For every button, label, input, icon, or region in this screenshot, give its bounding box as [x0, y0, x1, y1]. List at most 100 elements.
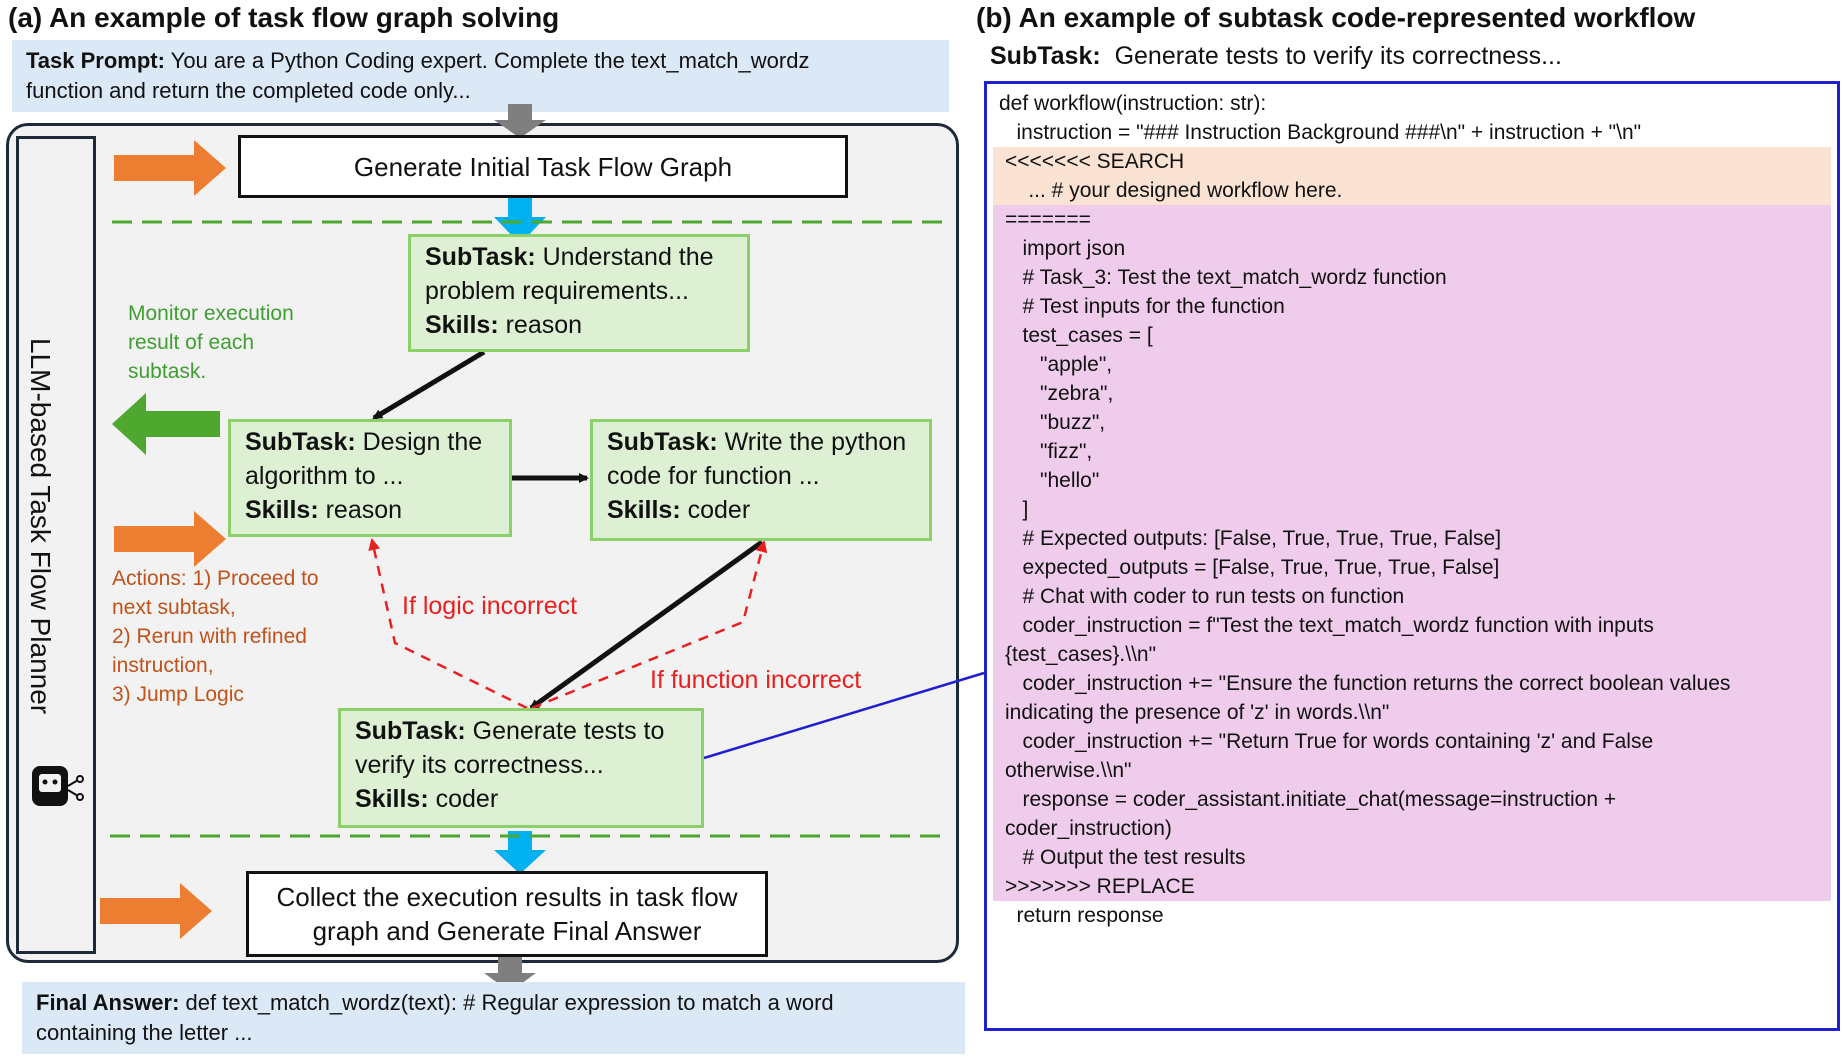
skills-value: reason	[318, 496, 403, 524]
code-line: otherwise.\\n"	[1005, 759, 1132, 782]
monitor-note: Monitor execution result of each subtask…	[128, 299, 294, 386]
code-line: def workflow(instruction: str):	[999, 92, 1267, 115]
actions-note-line: 3) Jump Logic	[112, 683, 244, 706]
code-line: coder_instruction = f"Test the text_matc…	[1005, 614, 1654, 637]
code-line: coder_instruction += "Return True for wo…	[1005, 730, 1654, 753]
final-answer-box: Final Answer: def text_match_wordz(text)…	[22, 982, 965, 1054]
actions-note-line: Actions: 1) Proceed to	[112, 567, 319, 590]
right-subtask-label: SubTask:	[990, 42, 1101, 70]
skills-label: Skills:	[245, 496, 319, 524]
actions-note-line: instruction,	[112, 654, 214, 677]
planner-label: LLM-based Task Flow Planner	[25, 338, 56, 715]
code-workflow-box: def workflow(instruction: str): instruct…	[984, 81, 1840, 1031]
subtask-tests-line1: SubTask: Generate tests to	[355, 714, 687, 748]
subtask-write-line2: code for function ...	[607, 462, 820, 490]
subtask-design-text: Design the	[355, 428, 483, 456]
code-bottom-section: return response	[987, 901, 1837, 930]
task-prompt-label: Task Prompt:	[26, 48, 165, 73]
subtask-design: SubTask: Design the algorithm to ... Ski…	[228, 419, 512, 537]
actions-note-line: next subtask,	[112, 596, 236, 619]
code-search-section: <<<<<<< SEARCH ... # your designed workf…	[993, 147, 1831, 205]
step-collect-results: Collect the execution results in task fl…	[246, 871, 768, 957]
code-line: "buzz",	[1005, 411, 1106, 434]
task-prompt-box: Task Prompt: You are a Python Coding exp…	[12, 40, 949, 112]
right-subtask-heading: SubTask: Generate tests to verify its co…	[990, 42, 1562, 71]
right-panel-title: (b) An example of subtask code-represent…	[976, 2, 1696, 33]
skills-label: Skills:	[425, 311, 499, 339]
task-prompt-line1: Task Prompt: You are a Python Coding exp…	[26, 46, 935, 76]
subtask-tests-text: Generate tests to	[465, 717, 665, 745]
code-line: ... # your designed workflow here.	[1005, 179, 1343, 202]
if-logic-label: If logic incorrect	[402, 592, 578, 620]
actions-note: Actions: 1) Proceed to next subtask, 2) …	[112, 564, 319, 709]
subtask-write-text: Write the python	[717, 428, 907, 456]
subtask-understand-line1: SubTask: Understand the	[425, 240, 733, 274]
subtask-tests-line2: verify its correctness...	[355, 751, 604, 779]
code-line: # Test inputs for the function	[1005, 295, 1285, 318]
code-line: test_cases = [	[1005, 324, 1153, 347]
right-subtask-text: Generate tests to verify its correctness…	[1100, 42, 1562, 70]
code-line: # Chat with coder to run tests on functi…	[1005, 585, 1405, 608]
if-function-label: If function incorrect	[650, 666, 862, 694]
subtask-understand: SubTask: Understand the problem requirem…	[408, 234, 750, 352]
monitor-note-line: Monitor execution	[128, 302, 294, 325]
monitor-note-line: subtask.	[128, 360, 207, 383]
code-line: import json	[1005, 237, 1126, 260]
code-line: indicating the presence of 'z' in words.…	[1005, 701, 1390, 724]
code-line: instruction = "### Instruction Backgroun…	[999, 121, 1642, 144]
code-line: <<<<<<< SEARCH	[1005, 150, 1185, 173]
subtask-label: SubTask:	[607, 428, 718, 456]
code-line: "hello"	[1005, 469, 1100, 492]
code-line: {test_cases}.\\n"	[1005, 643, 1157, 666]
code-line: "apple",	[1005, 353, 1113, 376]
subtask-write: SubTask: Write the python code for funct…	[590, 419, 932, 541]
monitor-note-line: result of each	[128, 331, 255, 354]
task-prompt-text: You are a Python Coding expert. Complete…	[164, 48, 810, 73]
skills-value: coder	[428, 785, 499, 813]
code-line: return response	[999, 904, 1164, 927]
skills-label: Skills:	[607, 496, 681, 524]
subtask-design-line1: SubTask: Design the	[245, 425, 495, 459]
subtask-design-line2: algorithm to ...	[245, 462, 404, 490]
left-panel-title: (a) An example of task flow graph solvin…	[8, 2, 560, 33]
step-collect-line2: graph and Generate Final Answer	[312, 916, 702, 946]
code-line: # Output the test results	[1005, 846, 1246, 869]
actions-note-line: 2) Rerun with refined	[112, 625, 307, 648]
subtask-understand-text: Understand the	[535, 243, 714, 271]
task-prompt-line2: function and return the completed code o…	[26, 78, 471, 103]
code-line: ]	[1005, 498, 1029, 521]
code-line: coder_instruction += "Ensure the functio…	[1005, 672, 1731, 695]
subtask-label: SubTask:	[355, 717, 466, 745]
code-line: response = coder_assistant.initiate_chat…	[1005, 788, 1617, 811]
final-answer-label: Final Answer:	[36, 990, 180, 1015]
code-line: # Task_3: Test the text_match_wordz func…	[1005, 266, 1447, 289]
skills-value: reason	[498, 311, 583, 339]
subtask-label: SubTask:	[245, 428, 356, 456]
code-line: >>>>>>> REPLACE	[1005, 875, 1195, 898]
skills-value: coder	[680, 496, 751, 524]
subtask-label: SubTask:	[425, 243, 536, 271]
subtask-understand-skills: Skills: reason	[425, 308, 733, 342]
subtask-tests-skills: Skills: coder	[355, 782, 687, 816]
code-line: =======	[1005, 208, 1091, 231]
code-line: expected_outputs = [False, True, True, T…	[1005, 556, 1500, 579]
final-answer-text: def text_match_wordz(text): # Regular ex…	[179, 990, 834, 1015]
code-line: # Expected outputs: [False, True, True, …	[1005, 527, 1502, 550]
subtask-write-line1: SubTask: Write the python	[607, 425, 915, 459]
subtask-write-skills: Skills: coder	[607, 493, 915, 527]
subtask-tests: SubTask: Generate tests to verify its co…	[338, 708, 704, 828]
step-initial-graph: Generate Initial Task Flow Graph	[238, 135, 848, 198]
skills-label: Skills:	[355, 785, 429, 813]
final-answer-line2: containing the letter ...	[36, 1020, 253, 1045]
code-line: coder_instruction)	[1005, 817, 1172, 840]
subtask-understand-line2: problem requirements...	[425, 277, 690, 305]
code-replace-section: ======= import json # Task_3: Test the t…	[993, 205, 1831, 901]
code-top-section: def workflow(instruction: str): instruct…	[987, 84, 1837, 147]
final-answer-line1: Final Answer: def text_match_wordz(text)…	[36, 988, 951, 1018]
step-collect-line1: Collect the execution results in task fl…	[276, 882, 738, 912]
planner-column	[16, 136, 96, 954]
subtask-design-skills: Skills: reason	[245, 493, 495, 527]
code-line: "zebra",	[1005, 382, 1114, 405]
code-line: "fizz",	[1005, 440, 1093, 463]
